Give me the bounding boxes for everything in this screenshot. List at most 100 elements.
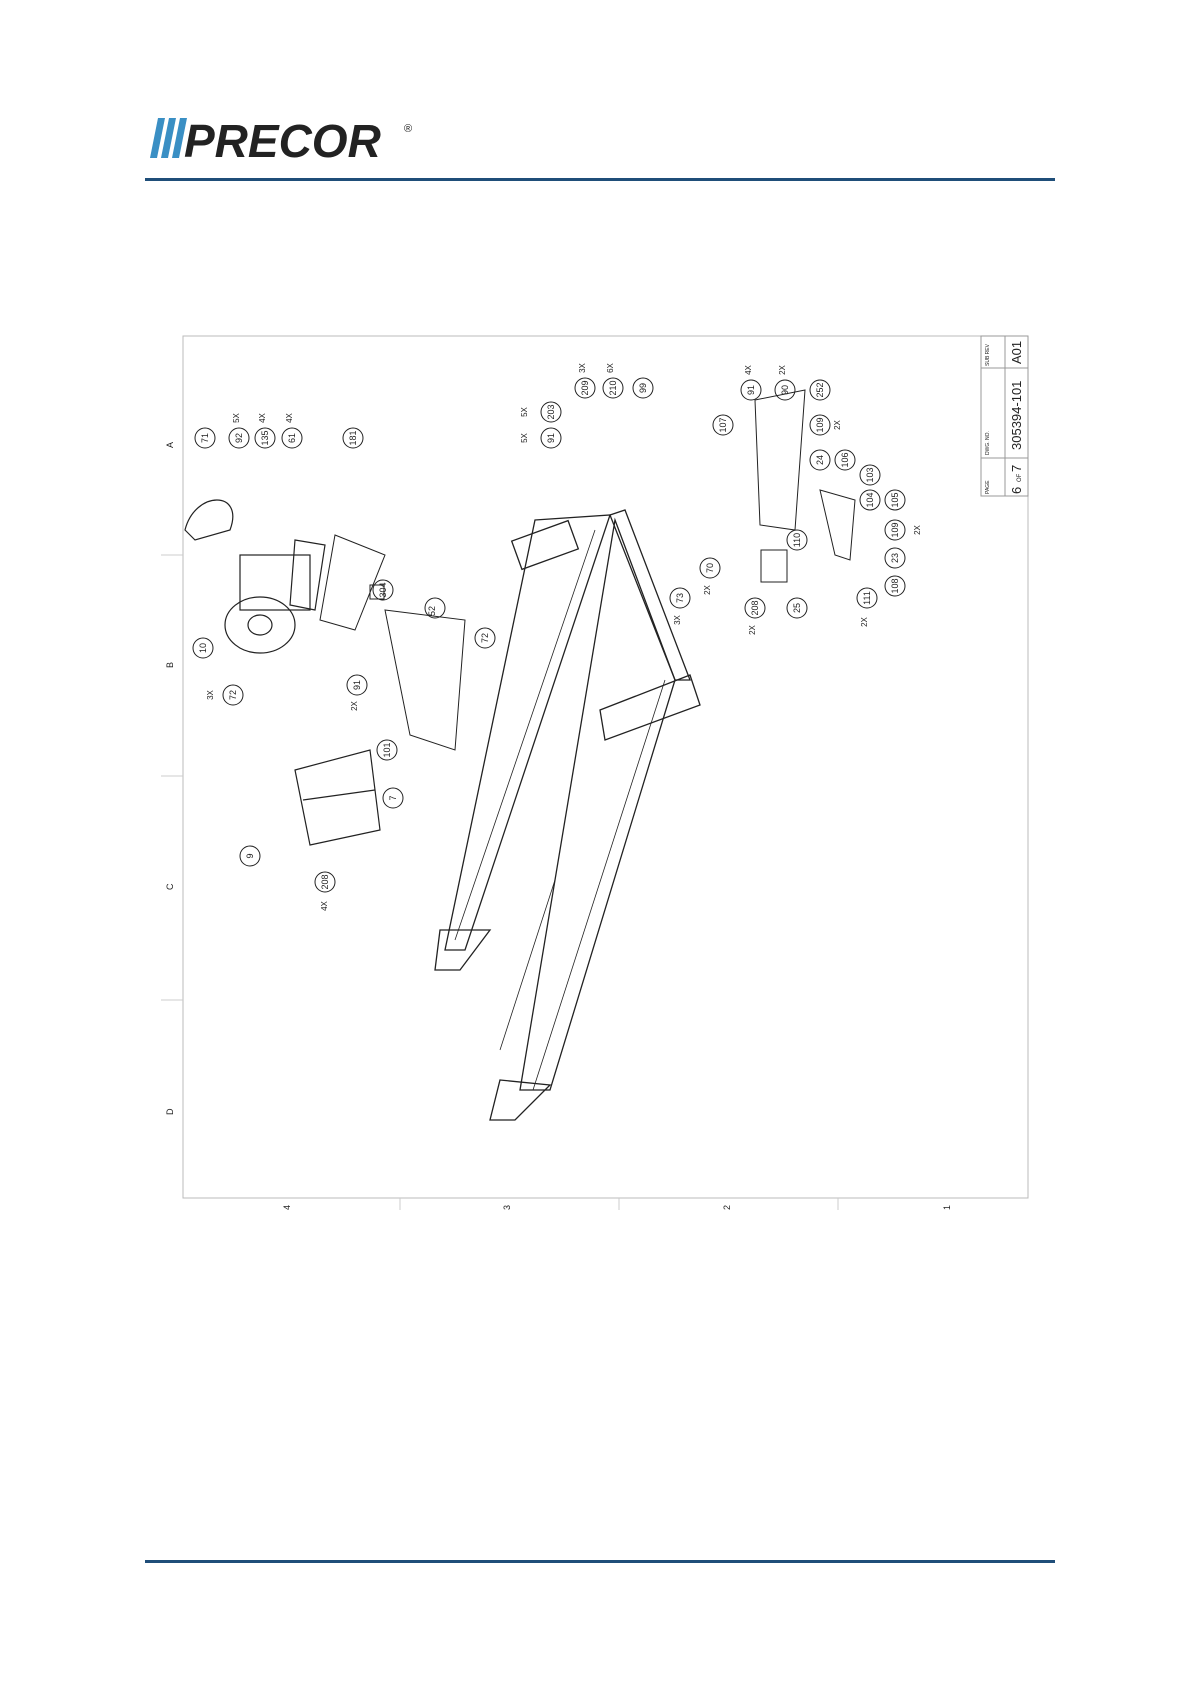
svg-text:107: 107 (718, 417, 728, 432)
svg-text:61: 61 (287, 433, 297, 443)
main-frame (435, 510, 700, 1120)
zone-number-1: 1 (942, 1205, 952, 1210)
callout-108: 108 (885, 576, 905, 596)
svg-text:23: 23 (890, 553, 900, 563)
callout-111: 111 (857, 588, 877, 608)
callout-208-a-qty: 4X (320, 900, 329, 910)
page-value: 6 (1009, 487, 1024, 494)
svg-text:304: 304 (378, 582, 388, 597)
callout-92: 92 (229, 428, 249, 448)
svg-text:91: 91 (352, 680, 362, 690)
callout-103: 103 (860, 465, 880, 485)
svg-text:208: 208 (750, 600, 760, 615)
svg-text:109: 109 (815, 417, 825, 432)
callout-balloons: 71 92 5X 135 4X 61 4X 181 10 72 3X 304 5… (193, 362, 922, 910)
callout-210: 210 (603, 378, 623, 398)
zone-letter-b: B (165, 662, 175, 668)
callout-99: 99 (633, 378, 653, 398)
dwg-value: 305394-101 (1009, 381, 1024, 450)
svg-text:90: 90 (780, 385, 790, 395)
callout-109-a: 109 (810, 415, 830, 435)
callout-109-b-qty: 2X (913, 524, 922, 534)
svg-text:25: 25 (792, 603, 802, 613)
callout-135: 135 (255, 428, 275, 448)
svg-text:210: 210 (608, 380, 618, 395)
logo-stripes (150, 118, 187, 158)
callout-91-c-qty: 4X (744, 364, 753, 374)
callout-24: 24 (810, 450, 830, 470)
zone-number-4: 4 (282, 1205, 292, 1210)
svg-text:252: 252 (815, 382, 825, 397)
title-block: SUB REV A01 DWG. NO. 305394-101 PAGE 6 O… (981, 336, 1028, 496)
callout-203: 203 (541, 402, 561, 422)
callout-209: 209 (575, 378, 595, 398)
svg-text:111: 111 (862, 591, 872, 605)
zone-letter-c: C (165, 883, 175, 890)
svg-text:10: 10 (198, 643, 208, 653)
callout-111-qty: 2X (860, 616, 869, 626)
callout-52: 52 (425, 598, 445, 618)
svg-text:101: 101 (382, 742, 392, 757)
callout-208-b-qty: 2X (748, 624, 757, 634)
svg-text:72: 72 (480, 633, 490, 643)
svg-text:181: 181 (348, 430, 358, 445)
callout-109-a-qty: 2X (833, 419, 842, 429)
callout-61-qty: 4X (285, 412, 294, 422)
page-total: 7 (1009, 465, 1024, 472)
svg-text:135: 135 (260, 430, 270, 445)
callout-91-b-qty: 5X (520, 432, 529, 442)
svg-text:109: 109 (890, 522, 900, 537)
callout-109-b: 109 (885, 520, 905, 540)
callout-72-b: 72 (475, 628, 495, 648)
callout-208-a: 208 (315, 872, 335, 892)
controller-box (295, 750, 380, 845)
svg-text:92: 92 (234, 433, 244, 443)
lift-bracket (755, 390, 855, 582)
svg-text:7: 7 (388, 795, 398, 800)
zone-letter-a: A (165, 442, 175, 448)
svg-text:73: 73 (675, 593, 685, 603)
callout-91-c: 91 (741, 380, 761, 400)
callout-91-a: 91 (347, 675, 367, 695)
zone-number-3: 3 (502, 1205, 512, 1210)
svg-text:9: 9 (245, 853, 255, 858)
parts-drawing: A B C D 4 3 2 1 SUB REV A01 DWG. NO. 305… (155, 330, 1035, 1210)
svg-text:208: 208 (320, 874, 330, 889)
callout-23: 23 (885, 548, 905, 568)
callout-70: 70 (700, 558, 720, 578)
drive-motor (185, 500, 325, 653)
zone-number-2: 2 (722, 1205, 732, 1210)
callout-72-a-qty: 3X (206, 689, 215, 699)
callout-181: 181 (343, 428, 363, 448)
callout-208-b: 208 (745, 598, 765, 618)
motor-plate (320, 535, 465, 750)
callout-104: 104 (860, 490, 880, 510)
callout-252: 252 (810, 380, 830, 400)
zone-letters: A B C D (165, 442, 175, 1115)
callout-105: 105 (885, 490, 905, 510)
callout-70-qty: 2X (703, 584, 712, 594)
rev-label: SUB REV (985, 343, 991, 366)
callout-90-qty: 2X (778, 364, 787, 374)
svg-text:110: 110 (792, 533, 802, 547)
callout-91-b: 91 (541, 428, 561, 448)
callout-7: 7 (383, 788, 403, 808)
callout-92-qty: 5X (232, 412, 241, 422)
callout-73: 73 (670, 588, 690, 608)
svg-text:209: 209 (580, 380, 590, 395)
svg-text:52: 52 (427, 606, 437, 616)
zone-numbers: 4 3 2 1 (282, 1205, 952, 1210)
svg-text:72: 72 (228, 690, 238, 700)
svg-text:104: 104 (865, 492, 875, 507)
dwg-label: DWG. NO. (985, 431, 991, 455)
registered-mark: ® (404, 123, 412, 135)
svg-text:24: 24 (815, 455, 825, 465)
callout-209-qty: 3X (578, 362, 587, 372)
callout-72-a: 72 (223, 685, 243, 705)
callout-73-qty: 3X (673, 614, 682, 624)
svg-text:203: 203 (546, 404, 556, 419)
callout-210-qty: 6X (606, 362, 615, 372)
svg-text:105: 105 (890, 492, 900, 507)
callout-135-qty: 4X (258, 412, 267, 422)
header-rule (145, 178, 1055, 181)
